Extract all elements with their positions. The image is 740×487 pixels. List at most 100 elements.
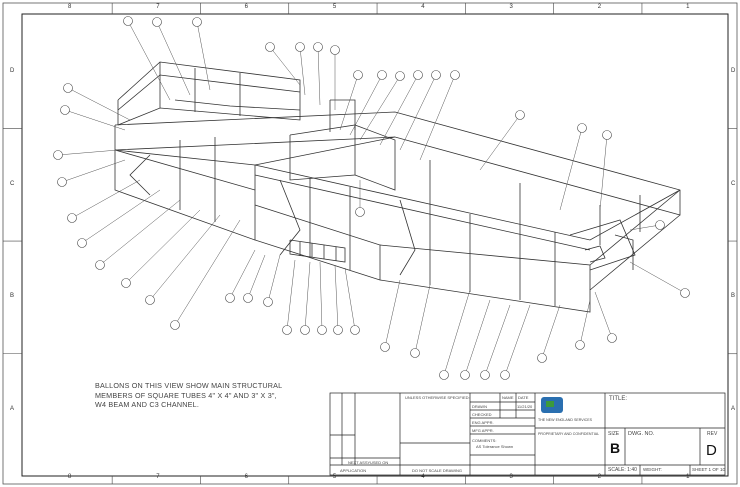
balloon-leader (317, 46, 321, 106)
balloon-leader (267, 254, 281, 303)
item-balloon (152, 17, 162, 27)
balloon-leader (541, 304, 561, 359)
balloon-leader (229, 249, 256, 299)
item-balloon (350, 325, 360, 335)
zone-row-label: C (731, 180, 736, 187)
zone-column-label: 7 (156, 474, 160, 480)
item-balloon (439, 370, 449, 380)
zone-row-label: A (731, 406, 736, 413)
item-balloon (121, 278, 131, 288)
balloon-leader (443, 289, 471, 376)
balloon-leader (304, 261, 311, 331)
item-balloon (95, 260, 105, 270)
item-balloon (353, 70, 363, 80)
balloon-leader (599, 134, 608, 211)
drawn-date: 11/21/20 (517, 404, 533, 409)
balloon-leader (594, 291, 613, 339)
balloon-leader (344, 267, 356, 331)
weight-label: WEIGHT: (643, 467, 662, 472)
zone-row-label: A (10, 406, 15, 413)
item-balloon (515, 110, 525, 120)
zone-column-label: 2 (597, 474, 602, 480)
item-balloon (313, 42, 323, 52)
balloon-leader (81, 189, 161, 244)
item-balloon (225, 293, 235, 303)
drawn-label: DRAWN (472, 404, 487, 409)
item-balloon (57, 177, 67, 187)
balloon-leader (629, 261, 686, 294)
zone-row-label: B (10, 293, 15, 300)
item-balloon (282, 325, 292, 335)
title-block (329, 392, 726, 476)
zone-column-label: 4 (421, 474, 425, 480)
do-not-scale-label: DO NOT SCALE DRAWING (412, 468, 463, 473)
balloon-leader (349, 74, 383, 136)
zone-column-label: 6 (244, 4, 248, 10)
item-balloon (330, 45, 340, 55)
item-balloon (607, 333, 617, 343)
item-balloon (500, 370, 510, 380)
item-balloon (243, 293, 253, 303)
mfg-appr-label: MFG APPR. (472, 428, 494, 433)
item-balloon (77, 238, 87, 248)
zone-column-label: 5 (332, 4, 337, 10)
zone-row-label: C (10, 180, 15, 187)
inner-border (21, 13, 729, 477)
size-value: B (610, 440, 621, 456)
item-balloon (577, 123, 587, 133)
zone-column-label: 3 (509, 474, 513, 480)
balloon-leader (339, 74, 359, 131)
rev-label: REV (707, 431, 718, 437)
item-balloon (317, 325, 327, 335)
zone-column-label: 5 (332, 474, 337, 480)
zone-column-label: 4 (421, 4, 425, 10)
item-balloon (145, 295, 155, 305)
item-balloon (395, 71, 405, 81)
balloon-leader (61, 159, 126, 183)
item-balloon (380, 342, 390, 352)
balloon-leader (64, 109, 126, 131)
balloon-leader (57, 149, 119, 156)
item-balloon (655, 220, 665, 230)
name-label: NAME (502, 395, 514, 400)
item-balloon (53, 150, 63, 160)
balloon-leader (149, 214, 221, 301)
next-assy-label: NEXT ASSY (348, 460, 371, 465)
note-line: MEMBERS OF SQUARE TUBES 4" X 4" AND 3" X… (95, 390, 277, 400)
zone-column-label: 1 (686, 474, 690, 480)
zone-column-label: 7 (156, 4, 160, 10)
balloon-leader (379, 74, 419, 146)
application-label: APPLICATION (340, 468, 367, 473)
zone-column-label: 8 (68, 4, 72, 10)
balloon-leader (125, 209, 201, 284)
item-balloon (410, 348, 420, 358)
balloon-leader (559, 127, 583, 211)
note-line: W4 BEAM AND C3 CHANNEL. (95, 400, 200, 409)
item-balloon (377, 70, 387, 80)
item-balloon (263, 297, 273, 307)
balloon-leader (629, 224, 661, 231)
unless-otherwise-label: UNLESS OTHERWISE SPECIFIED: (405, 395, 470, 400)
balloon-leader (464, 299, 491, 376)
eng-appr-label: ENG APPR. (472, 420, 494, 425)
title-label: TITLE: (609, 396, 628, 402)
dwg-no-label: DWG. NO. (628, 431, 655, 437)
balloon-leader (319, 261, 323, 331)
item-balloon (680, 288, 690, 298)
item-balloon (575, 340, 585, 350)
item-balloon (480, 370, 490, 380)
item-balloons (53, 16, 690, 380)
zone-row-label: D (10, 68, 15, 74)
zone-column-label: 6 (244, 474, 248, 480)
item-balloon (300, 325, 310, 335)
balloon-leader (67, 87, 131, 121)
item-balloon (67, 213, 77, 223)
used-on-label: USED ON (370, 460, 389, 465)
item-balloon (123, 16, 133, 26)
balloon-leader (399, 74, 437, 151)
balloon-leader (414, 284, 431, 354)
balloon-leader (419, 74, 456, 161)
balloon-leader (504, 304, 531, 376)
